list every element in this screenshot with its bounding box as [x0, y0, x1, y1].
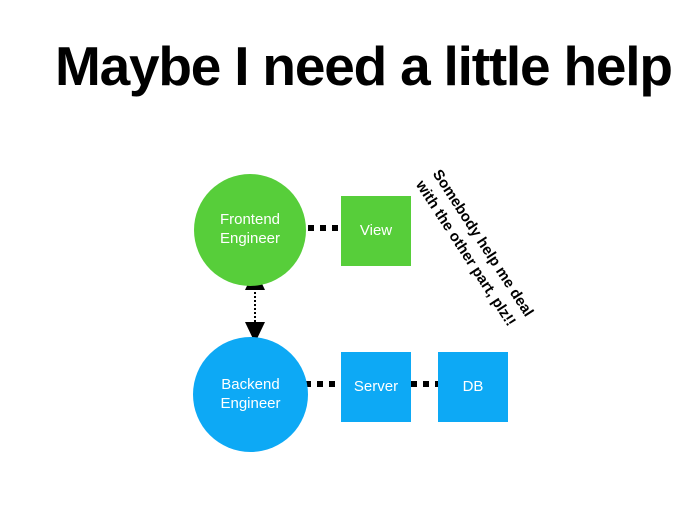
node-backend-engineer[interactable]: Backend Engineer — [193, 337, 308, 452]
node-label-frontend-engineer: Frontend Engineer — [220, 211, 280, 249]
node-frontend-engineer[interactable]: Frontend Engineer — [194, 174, 306, 286]
node-server[interactable]: Server — [341, 352, 411, 422]
page-title: Maybe I need a little help — [55, 35, 673, 97]
connector-frontend-to-view — [308, 225, 344, 231]
node-label-line-1: Backend — [221, 375, 280, 393]
node-label-backend-engineer: Backend Engineer — [220, 376, 280, 414]
arrow-head-down — [245, 322, 265, 343]
node-label-server: Server — [353, 377, 399, 395]
node-label-line-1: Frontend — [219, 211, 281, 229]
node-label-line-2: Engineer — [219, 230, 281, 247]
node-db[interactable]: DB — [438, 352, 508, 422]
connector-server-to-db — [411, 381, 441, 387]
node-label-db: DB — [462, 377, 484, 395]
node-label-view: View — [359, 221, 393, 239]
connector-backend-to-server — [305, 381, 345, 387]
node-view[interactable]: View — [341, 196, 411, 266]
annotation-help-request: Somebody help me deal with the other par… — [410, 166, 537, 332]
node-label-line-2: Engineer — [220, 394, 281, 412]
